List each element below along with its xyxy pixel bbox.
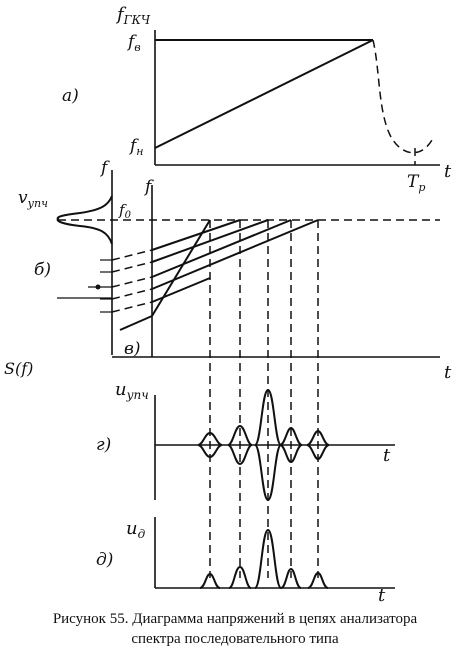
ramp-5a [151, 277, 211, 303]
v-upch-label: vупч [18, 188, 48, 210]
detector-pulse-5 [307, 571, 329, 589]
sweep-ramp [154, 39, 374, 149]
ramp-3 [151, 219, 292, 278]
spectral-marker-dot [95, 284, 101, 290]
panel-g-label: г) [96, 435, 111, 455]
ramp-ext-1 [111, 249, 153, 261]
panel-v-label: в) [124, 339, 141, 359]
panel-a-label: а) [62, 86, 79, 106]
detector-pulse-3 [254, 528, 282, 589]
ramp-5b [119, 315, 153, 331]
ipfa-response-curve [56, 195, 113, 245]
sweep-period-label: Tр [407, 172, 425, 194]
pulse-3-lower [254, 444, 282, 502]
f-upper-label: fв [126, 32, 141, 54]
ramp-ext-3 [111, 276, 153, 288]
panel-d [154, 517, 395, 589]
panel-d-t-label: t [378, 585, 386, 606]
panel-a-t-label: t [444, 161, 452, 182]
detector-pulse-2 [228, 565, 252, 589]
ramp-4 [151, 219, 319, 290]
ramp-ext-4 [111, 288, 153, 300]
panel-b-label: б) [34, 260, 51, 280]
s-f-label: S(f) [4, 359, 33, 378]
pulse-4-upper [279, 426, 303, 446]
detector-pulse-4 [280, 567, 302, 589]
caption-line-2: спектра последовательного типа [131, 631, 339, 647]
pulse-5-lower [306, 444, 330, 461]
caption-line-1: Рисунок 55. Диаграмма напряжений в цепях… [53, 611, 418, 627]
pulse-2-upper [227, 424, 253, 446]
ramp-ext-2 [111, 261, 153, 273]
pulse-3-upper [254, 388, 282, 446]
pulse-5-upper [306, 429, 330, 446]
panel-v [58, 185, 440, 578]
pulse-4-lower [279, 444, 303, 464]
f0-label: f0 [118, 201, 132, 221]
panel-g-t-label: t [383, 445, 391, 466]
panel-a [154, 30, 440, 166]
panel-d-label: д) [96, 550, 113, 570]
panel-v-t-label: t [444, 362, 452, 383]
f-gkch-label: fГКЧ [115, 4, 151, 27]
ramp-0 [151, 219, 211, 317]
ramp-ext-5 [111, 301, 153, 313]
panel-g [154, 388, 395, 502]
pulse-1-lower [197, 444, 223, 459]
f-lower-label: fн [128, 136, 144, 158]
panel-b [56, 170, 113, 355]
pulse-1-upper [197, 431, 223, 446]
pulse-2-lower [227, 444, 253, 466]
u-d-label: uд [126, 518, 146, 541]
panel-v-f-label: f [143, 177, 154, 197]
ramp-1 [151, 219, 241, 251]
flyback-curve [372, 39, 433, 154]
u-upch-label: uупч [115, 379, 149, 402]
detector-pulse-1 [199, 572, 221, 589]
panel-b-f-label: f [99, 158, 110, 178]
